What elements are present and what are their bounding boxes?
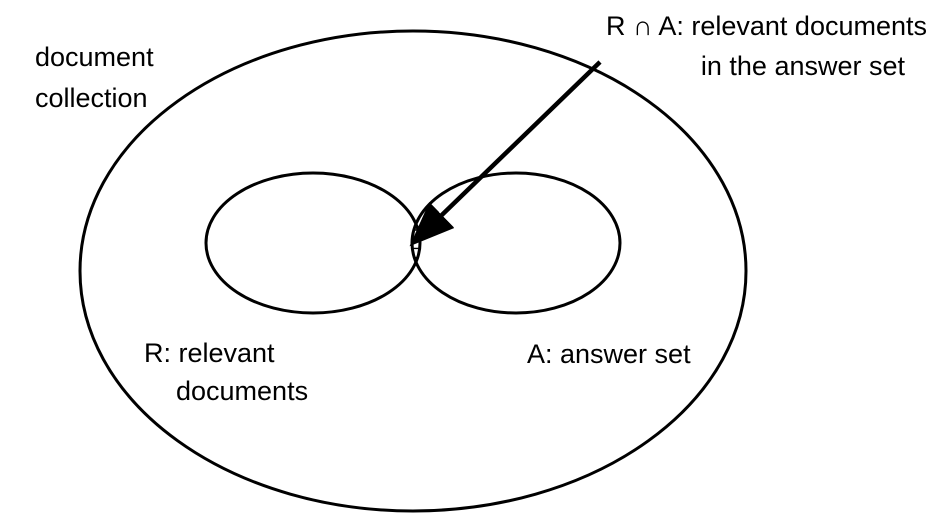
- relevant-label-line2: documents: [176, 376, 308, 406]
- answer-set-ellipse: [410, 171, 622, 315]
- answer-label: A: answer set: [527, 339, 691, 369]
- collection-label-line2: collection: [35, 83, 148, 113]
- relevant-label-line1: R: relevant: [144, 338, 275, 368]
- intersection-label-line2: in the answer set: [701, 51, 906, 81]
- intersection-hatching: [412, 183, 420, 305]
- intersection-arrow: [409, 60, 602, 247]
- relevant-documents-ellipse: [204, 171, 422, 315]
- document-collection-ellipse: [78, 29, 748, 513]
- intersection-label-line1: R ∩ A: relevant documents: [606, 11, 927, 41]
- collection-label-line1: document: [35, 42, 154, 72]
